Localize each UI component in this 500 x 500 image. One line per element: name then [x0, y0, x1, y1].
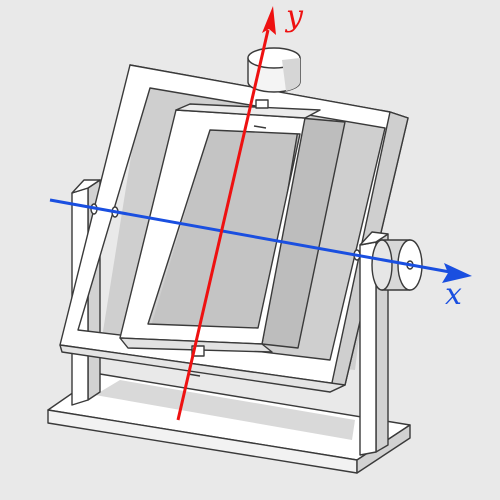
x-axis-line	[49, 198, 451, 274]
y-axis-line	[176, 29, 270, 421]
base	[47, 373, 411, 474]
right-cylinder	[371, 239, 423, 291]
left-support-top	[71, 179, 101, 194]
y-axis-arrowhead	[262, 6, 276, 35]
inner-frame-top-mark	[253, 125, 267, 129]
right-cylinder-back	[371, 239, 393, 291]
inner-frame	[119, 99, 346, 377]
outer-frame-bottom-side	[59, 344, 346, 393]
base-side-face	[356, 424, 411, 474]
base-shadow	[95, 380, 355, 440]
inner-frame-top-pivot	[255, 99, 269, 109]
y-axis-label: y	[284, 0, 304, 34]
x-axis-arrowhead	[442, 263, 472, 283]
top-cylinder-shade	[282, 58, 301, 91]
inner-frame-opening-shade	[148, 130, 300, 338]
inner-frame-bottom-pivot	[191, 345, 205, 357]
x-axis: x	[49, 198, 472, 312]
x-axis-label: x	[445, 277, 462, 312]
y-axis: y	[176, 0, 304, 421]
right-support-top	[359, 231, 389, 246]
